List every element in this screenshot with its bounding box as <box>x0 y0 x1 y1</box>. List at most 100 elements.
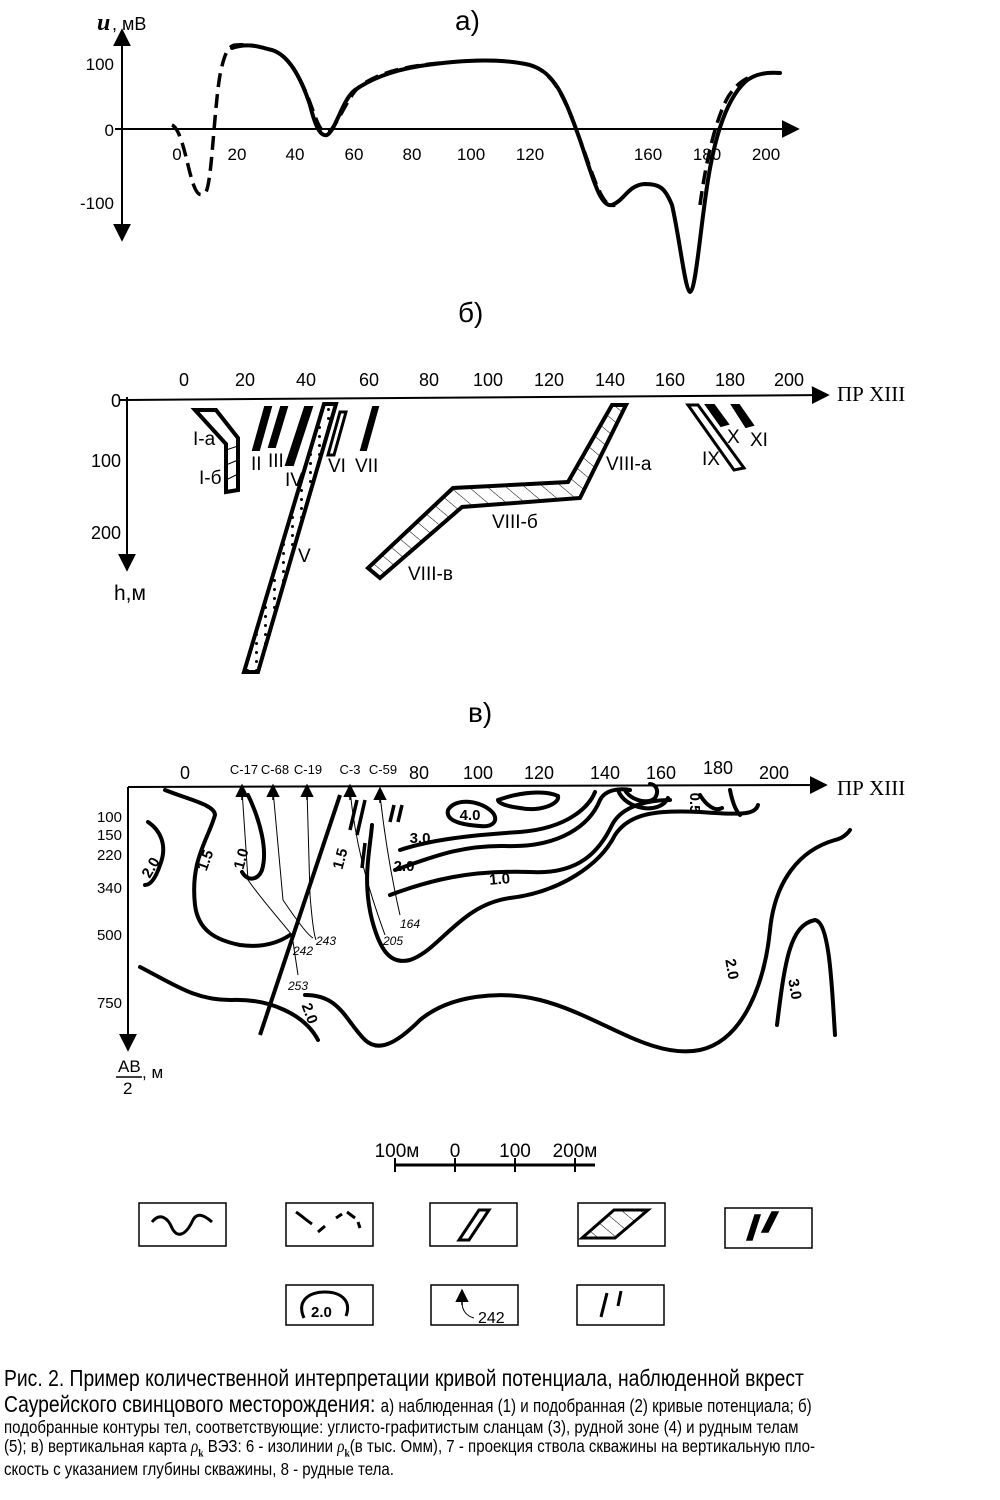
panel-a-x-tick-6: 120 <box>516 145 544 164</box>
isolines <box>138 782 852 1054</box>
isoline-upper-right-c <box>728 788 742 817</box>
rho-symbol-1: ρ <box>191 1436 199 1457</box>
panel-v-x-tick-2: 100 <box>463 763 493 783</box>
well-collar-arrows <box>235 783 387 803</box>
legend-box-4 <box>577 1202 666 1247</box>
body-i <box>190 408 240 495</box>
rho-symbol-2: ρ <box>337 1436 345 1457</box>
panel-b-body-label-12: X <box>727 427 740 448</box>
panel-v-depth-tick-0: 100 <box>97 809 122 826</box>
fitted-potential-curve-right <box>698 74 753 206</box>
panel-b-x-tick-10: 200 <box>774 370 804 390</box>
legend-box-2 <box>285 1202 374 1247</box>
well-c-68 <box>272 789 314 939</box>
isoline-2-0-left <box>143 820 166 887</box>
panel-a-x-tick-3: 60 <box>345 145 364 164</box>
panel-v-depth-tick-3: 340 <box>97 880 122 897</box>
ore-body-trace-main <box>258 794 342 1036</box>
caption-line-2-b: а) наблюденная (1) и подобранная (2) кри… <box>380 1395 812 1416</box>
body-v <box>241 402 339 674</box>
isoline-label-4: 1.5 <box>330 847 352 872</box>
isoline-upper-right-b <box>616 788 670 811</box>
well-c-19 <box>306 789 317 941</box>
well-c-3 <box>349 789 386 936</box>
legend-ore-zone-symbol <box>578 1208 653 1240</box>
panel-v-x-tick-3: 120 <box>524 763 554 783</box>
legend-ore-trace-a <box>599 1292 609 1318</box>
panel-a-x-tick-0: 0 <box>172 145 181 164</box>
caption-line-4-b: ВЭЗ: 6 - изолинии <box>203 1436 338 1457</box>
body-ii <box>251 406 273 451</box>
well-depth-label-1: 253 <box>287 979 308 993</box>
isoline-label-11: 2.0 <box>298 1001 321 1026</box>
isoline-3-0-right <box>775 918 837 1037</box>
isoline-label-10: 3.0 <box>784 977 804 1000</box>
legend-carbon-shale-symbol <box>456 1208 492 1242</box>
depth-axis-title-unit: , м <box>142 1063 163 1082</box>
panel-a-x-tick-7: 160 <box>634 145 662 164</box>
isoline-label-8: 0.5 <box>686 793 703 814</box>
panel-b-depth-tick-1: 100 <box>91 451 121 471</box>
legend-well-depth: 242 <box>478 1310 505 1327</box>
panel-a-x-tick-5: 100 <box>457 145 485 164</box>
scale-label-3: 200м <box>553 1141 598 1162</box>
panel-v-label: в) <box>468 697 492 728</box>
caption-line-5: скость с указанием глубины скважины, 8 -… <box>4 1458 394 1479</box>
caption-rho-1: ρk <box>191 1436 203 1459</box>
body-i-hatch <box>225 445 239 481</box>
panel-a-x-tick-1: 20 <box>228 145 247 164</box>
panel-b-body-label-6: VI <box>328 456 346 477</box>
legend-box-3 <box>429 1202 518 1247</box>
isoline-1-0-left <box>240 793 267 881</box>
panel-a-x-tick-4: 80 <box>403 145 422 164</box>
isoline-label-5: 2.0 <box>139 854 164 881</box>
panel-a-y-axis-title: u , мВ <box>97 10 146 36</box>
legend-box-5 <box>724 1207 813 1249</box>
isoline-label-2: 2.0 <box>394 858 415 875</box>
isoline-label-7: 1.0 <box>231 847 253 872</box>
legend-fitted-curve <box>295 1210 362 1234</box>
rho-sub-2: k <box>344 1447 350 1460</box>
panel-b-x-tick-1: 20 <box>235 370 255 390</box>
observed-potential-curve <box>230 43 782 294</box>
panel-b-x-tick-3: 60 <box>359 370 379 390</box>
caption-line-2: Саурейского свинцового месторождения: а)… <box>4 1391 839 1418</box>
panel-v-depth-tick-2: 220 <box>97 847 122 864</box>
well-depth-label-0: 242 <box>292 944 313 958</box>
panel-b-x-tick-8: 160 <box>655 370 685 390</box>
panel-b-depth-tick-2: 200 <box>91 523 121 543</box>
legend-ore-body-symbol-b <box>760 1211 780 1233</box>
caption-line-3: подобранные контуры тел, соответствующие… <box>4 1416 799 1437</box>
well-label-0: С-17 <box>230 762 258 777</box>
legend <box>138 1202 813 1326</box>
scale-label-0: 100м <box>375 1141 420 1162</box>
body-x <box>704 404 730 428</box>
isoline-2-0-lower-left <box>138 965 320 1042</box>
isoline-label-3: 1.0 <box>488 870 510 889</box>
panel-a-x-tick-2: 40 <box>286 145 305 164</box>
body-vi <box>326 410 348 457</box>
depth-axis-title-bottom: 2 <box>123 1079 132 1098</box>
panel-b-label: б) <box>458 297 483 328</box>
well-label-1: С-68 <box>261 762 289 777</box>
ore-body-trace-b <box>355 799 367 836</box>
panel-b-x-tick-0: 0 <box>179 370 189 390</box>
body-viii <box>364 403 630 581</box>
caption-line-4-c: (в тыс. Омм), 7 - проекция ствола скважи… <box>349 1436 816 1457</box>
panel-b-x-axis <box>119 386 830 405</box>
panel-v-x-tick-4: 140 <box>590 763 620 783</box>
panel-v-x-tick-1: 80 <box>409 763 429 783</box>
isoline-label-9: 2.0 <box>721 957 741 980</box>
panel-a-y-symbol: u <box>97 10 110 36</box>
panel-a-label: а) <box>455 5 480 36</box>
panel-b-x-tick-6: 120 <box>534 370 564 390</box>
legend-well-projection-symbol <box>461 1301 475 1319</box>
panel-b-body-label-2: II <box>251 454 262 475</box>
panel-a-y-tick-2: -100 <box>80 194 114 213</box>
isoline-2-0-middle <box>393 787 632 872</box>
well-depth-label-4: 164 <box>400 917 420 931</box>
